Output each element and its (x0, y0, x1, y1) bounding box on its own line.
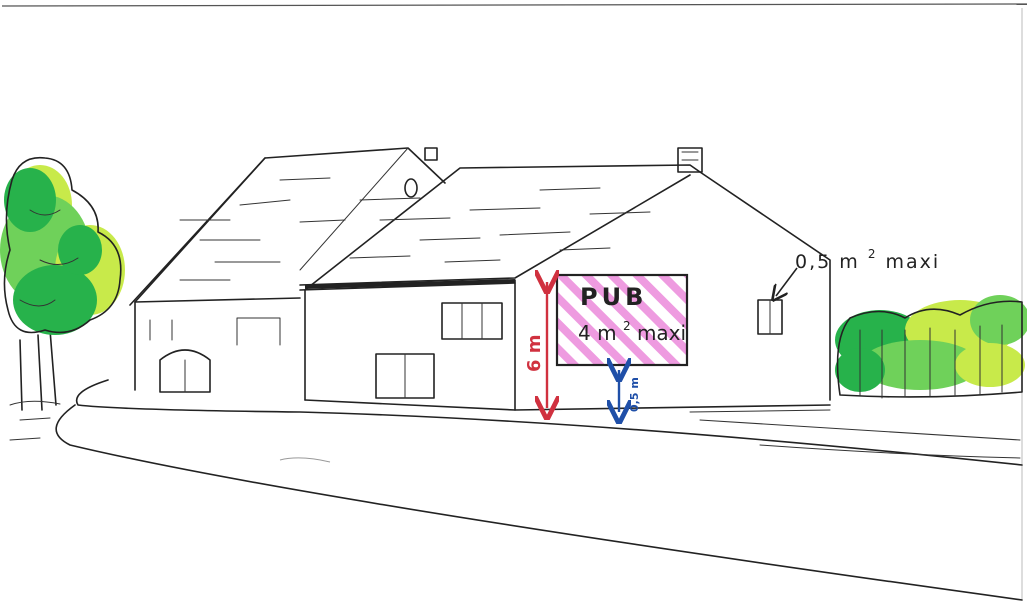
height-dimension: 6 m (524, 282, 547, 408)
billboard-size-qualifier: maxi (637, 321, 686, 345)
right-hedge (835, 295, 1027, 398)
billboard-size-unit: m (597, 321, 616, 345)
billboard-size-exponent: 2 (623, 319, 631, 333)
clearance-dimension: 0,5 m (619, 370, 641, 412)
paper-edge-line (2, 4, 1027, 6)
window-sign-size-qualifier: maxi (886, 251, 941, 273)
window-sign-callout: 0,5 m 2 maxi (776, 241, 940, 296)
front-window (442, 303, 502, 339)
rear-building (130, 148, 445, 392)
left-tree (0, 158, 125, 410)
window-sign-size-unit: m (839, 251, 860, 273)
road (10, 380, 1022, 600)
billboard: PUB 4 m 2 maxi (557, 275, 687, 365)
svg-text:0,5 m 2 maxi: 0,5 m 2 maxi (795, 241, 940, 273)
billboard-size-value: 4 (578, 321, 591, 345)
roof-vent-icon (405, 179, 417, 197)
clearance-label: 0,5 m (628, 377, 641, 412)
billboard-title: PUB (580, 283, 647, 311)
window-sign-size-value: 0,5 (795, 251, 831, 273)
height-label: 6 m (524, 334, 545, 372)
window-sign-size-exponent: 2 (868, 247, 878, 261)
